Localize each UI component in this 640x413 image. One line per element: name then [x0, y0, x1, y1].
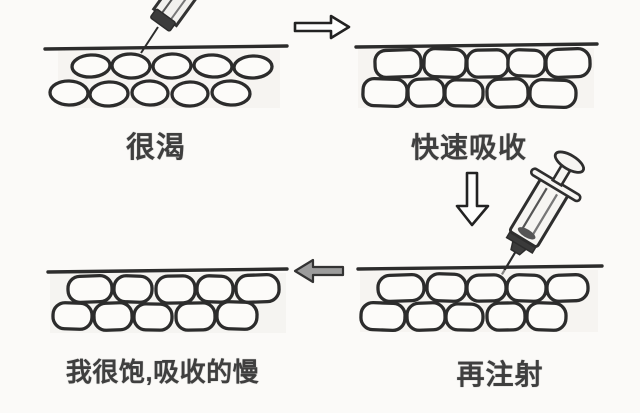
syringe-icon: [140, 0, 201, 54]
panel-fast: [354, 42, 599, 110]
panel-thirsty: [43, 0, 289, 108]
skin-line: [46, 267, 289, 274]
arrow-right-icon: [293, 14, 351, 40]
fat-cells: [51, 273, 281, 332]
skin-line: [43, 44, 289, 51]
arrow-down-icon: [455, 171, 490, 227]
panel-label-thirsty: 很渴: [125, 132, 186, 164]
panel-label-fast-absorption: 快速吸收: [410, 132, 527, 163]
fat-cells: [48, 52, 274, 108]
panel-label-full-slow: 我很饱,吸收的慢: [65, 357, 260, 387]
panel-full: [46, 267, 289, 333]
syringe-icon: [500, 150, 585, 275]
skin-line: [356, 264, 604, 271]
panel-reinject: [356, 264, 604, 332]
fat-cells: [361, 47, 592, 110]
fat-cells: [359, 272, 590, 332]
skin-line: [354, 42, 599, 49]
arrow-left-icon: [293, 258, 345, 284]
panel-label-reinject: 再注射: [456, 359, 544, 390]
